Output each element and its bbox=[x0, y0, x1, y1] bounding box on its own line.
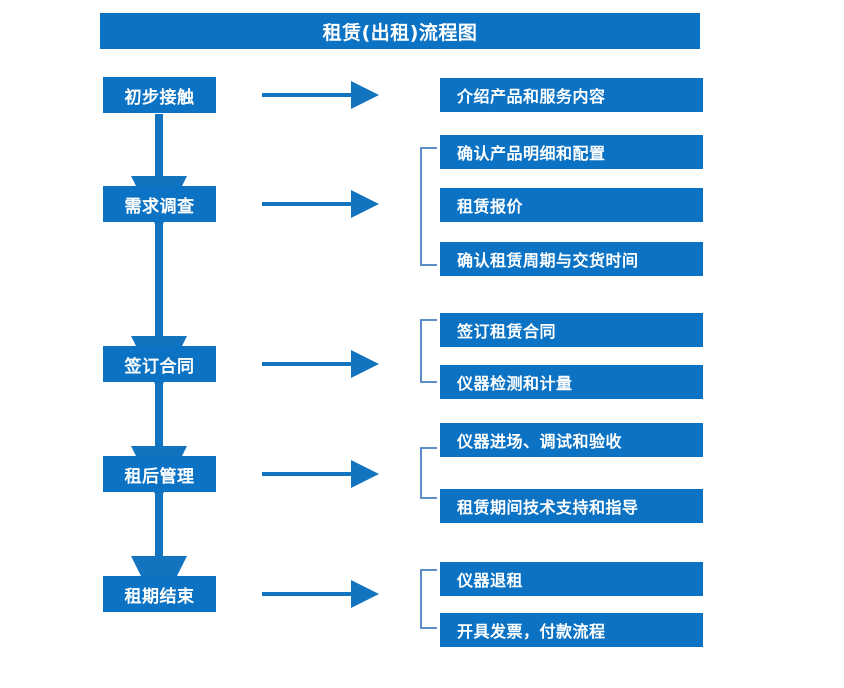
bracket-group-3 bbox=[420, 319, 437, 383]
bracket-group-2 bbox=[420, 147, 437, 266]
group-brackets bbox=[420, 147, 437, 629]
bracket-group-4 bbox=[420, 447, 437, 499]
detail-box-10[interactable]: 开具发票，付款流程 bbox=[440, 613, 703, 647]
stage-box-4[interactable]: 租后管理 bbox=[103, 456, 216, 492]
stage-to-detail-arrows bbox=[262, 81, 379, 608]
diagram-title: 租赁(出租)流程图 bbox=[100, 13, 700, 49]
detail-box-4[interactable]: 确认租赁周期与交货时间 bbox=[440, 242, 703, 276]
bracket-group-5 bbox=[420, 569, 437, 629]
detail-box-3[interactable]: 租赁报价 bbox=[440, 188, 703, 222]
detail-box-2[interactable]: 确认产品明细和配置 bbox=[440, 135, 703, 169]
detail-box-8[interactable]: 租赁期间技术支持和指导 bbox=[440, 489, 703, 523]
detail-box-5[interactable]: 签订租赁合同 bbox=[440, 313, 703, 347]
detail-box-9[interactable]: 仪器退租 bbox=[440, 562, 703, 596]
detail-box-1[interactable]: 介绍产品和服务内容 bbox=[440, 78, 703, 112]
stage-box-2[interactable]: 需求调查 bbox=[103, 186, 216, 222]
stage-box-1[interactable]: 初步接触 bbox=[103, 77, 216, 113]
stage-box-5[interactable]: 租期结束 bbox=[103, 576, 216, 612]
stage-box-3[interactable]: 签订合同 bbox=[103, 346, 216, 382]
detail-box-6[interactable]: 仪器检测和计量 bbox=[440, 365, 703, 399]
detail-box-7[interactable]: 仪器进场、调试和验收 bbox=[440, 423, 703, 457]
